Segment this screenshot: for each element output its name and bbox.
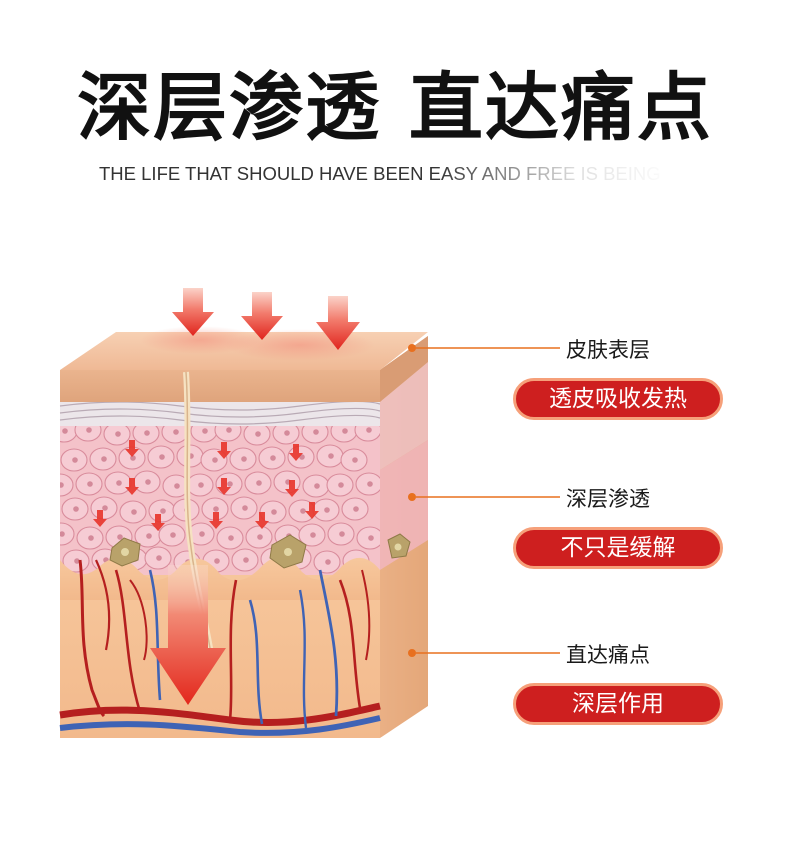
cell-nucleus [227, 481, 233, 487]
cell-nucleus [270, 455, 276, 461]
callout-leaders [408, 344, 560, 657]
cell-nucleus [313, 429, 319, 435]
cell-nucleus [144, 430, 150, 436]
cell-nucleus [170, 532, 176, 538]
small-arrow [305, 502, 319, 519]
cell-nucleus [328, 453, 334, 459]
cell-nucleus [366, 427, 372, 433]
epidermis-layer [60, 405, 380, 600]
cell-nucleus [271, 509, 277, 515]
cell-nucleus [338, 482, 344, 488]
skin-surface-front [60, 370, 380, 402]
cell-nucleus [88, 535, 94, 541]
small-arrow [209, 512, 223, 529]
cell-nucleus [62, 428, 68, 434]
callout-badge-pain-point: 深层作用 [513, 683, 723, 725]
cell-nucleus [242, 505, 248, 511]
surface-arrow-1 [172, 288, 214, 336]
cell-nucleus [102, 505, 108, 511]
cell-nucleus [72, 457, 78, 463]
small-arrow [285, 480, 299, 497]
epidermis-cell [60, 522, 75, 546]
callout-label-surface: 皮肤表层 [566, 338, 650, 362]
cell-nucleus [214, 558, 220, 564]
cell-nucleus [159, 454, 165, 460]
cell-nucleus [60, 482, 64, 488]
cell-nucleus [314, 483, 320, 489]
cell-nucleus [284, 430, 290, 436]
small-arrow [93, 510, 107, 527]
cell-nucleus [339, 531, 345, 537]
cell-nucleus [160, 508, 166, 514]
surface-arrow-2 [241, 292, 283, 340]
blood-vessels [59, 559, 381, 736]
cell-nucleus [256, 480, 262, 486]
small-arrow [125, 440, 139, 457]
small-arrows [93, 440, 319, 531]
cell-nucleus [174, 483, 180, 489]
cell-nucleus [86, 427, 92, 433]
cell-nucleus [243, 557, 249, 563]
cell-nucleus [74, 558, 80, 564]
small-arrow [217, 478, 231, 495]
surface-arrow-3 [316, 296, 360, 350]
cell-nucleus [367, 481, 373, 487]
cell-nucleus [156, 555, 162, 561]
cell-nucleus [300, 508, 306, 514]
cell-nucleus [87, 481, 93, 487]
cell-nucleus [173, 429, 179, 435]
small-arrow [151, 514, 165, 531]
cell-nucleus [228, 535, 234, 541]
cell-nucleus [145, 479, 151, 485]
callout-badge-penetration: 不只是缓解 [513, 527, 723, 569]
cell-nucleus [115, 431, 121, 437]
epidermis-cell [60, 473, 74, 497]
cell-nucleus [213, 506, 219, 512]
cell-nucleus [116, 480, 122, 486]
cell-nucleus [117, 534, 123, 540]
cell-nucleus [353, 506, 359, 512]
cell-nucleus [257, 534, 263, 540]
small-arrow [255, 512, 269, 529]
small-arrow [125, 478, 139, 495]
cell-nucleus [101, 456, 107, 462]
cell-nucleus [212, 457, 218, 463]
small-arrow [217, 442, 231, 459]
callout-badge-surface: 透皮吸收发热 [513, 378, 723, 420]
cell-nucleus [255, 431, 261, 437]
surface-arrows [172, 288, 360, 350]
stratum-layer [60, 400, 380, 426]
cell-nucleus [198, 482, 204, 488]
cell-nucleus [199, 531, 205, 537]
subtitle-container: THE LIFE THAT SHOULD HAVE BEEN EASY AND … [99, 162, 675, 190]
small-arrow [289, 444, 303, 461]
cell-nucleus [325, 559, 331, 565]
cell-nucleus [368, 535, 374, 541]
cell-nucleus [310, 532, 316, 538]
page-title: 深层渗透 直达痛点 [77, 65, 713, 151]
cell-nucleus [342, 428, 348, 434]
subtitle-fade [435, 162, 675, 190]
callout-label-pain-point: 直达痛点 [566, 643, 650, 667]
cell-nucleus [352, 457, 358, 463]
deep-penetration-arrow [150, 565, 226, 705]
cell-nucleus [73, 506, 79, 512]
cell-nucleus [131, 509, 137, 515]
cell-nucleus [202, 428, 208, 434]
callout-label-penetration: 深层渗透 [566, 487, 650, 511]
cell-nucleus [146, 533, 152, 539]
cell-nucleus [241, 456, 247, 462]
cell-nucleus [226, 427, 232, 433]
cell-cluster [60, 418, 380, 574]
cell-nucleus [130, 455, 136, 461]
cell-nucleus [324, 507, 330, 513]
cell-nucleus [60, 531, 65, 537]
gland-cells [109, 533, 411, 569]
